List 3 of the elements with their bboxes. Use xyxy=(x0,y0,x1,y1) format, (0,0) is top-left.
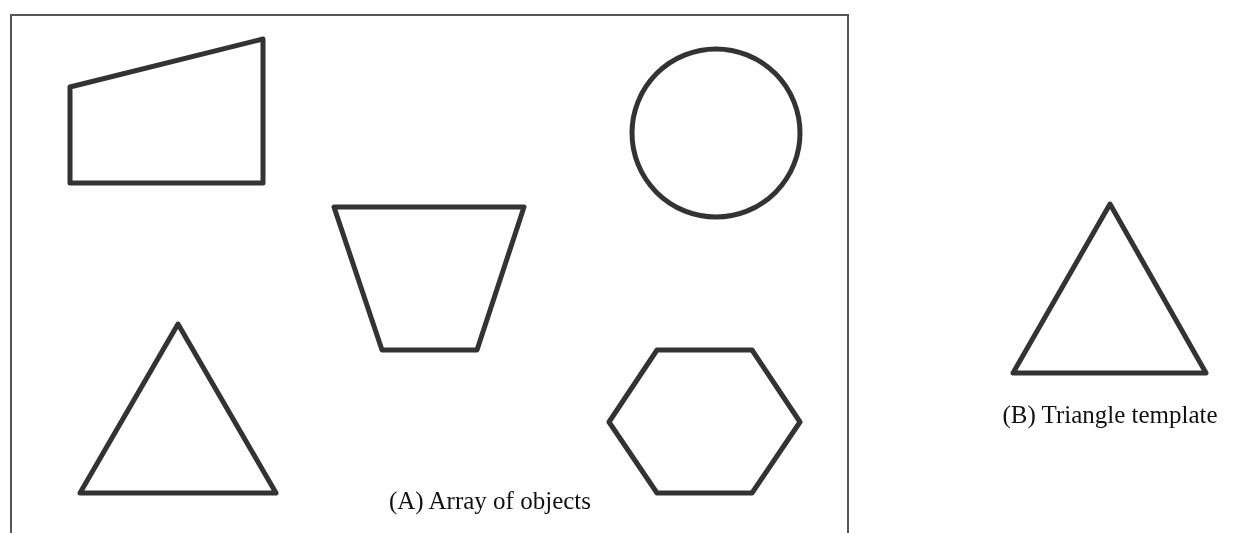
node-label: (A) Array of objects xyxy=(389,486,591,516)
node-label: (B) Triangle template xyxy=(1002,400,1218,430)
figure-panel xyxy=(10,14,849,533)
